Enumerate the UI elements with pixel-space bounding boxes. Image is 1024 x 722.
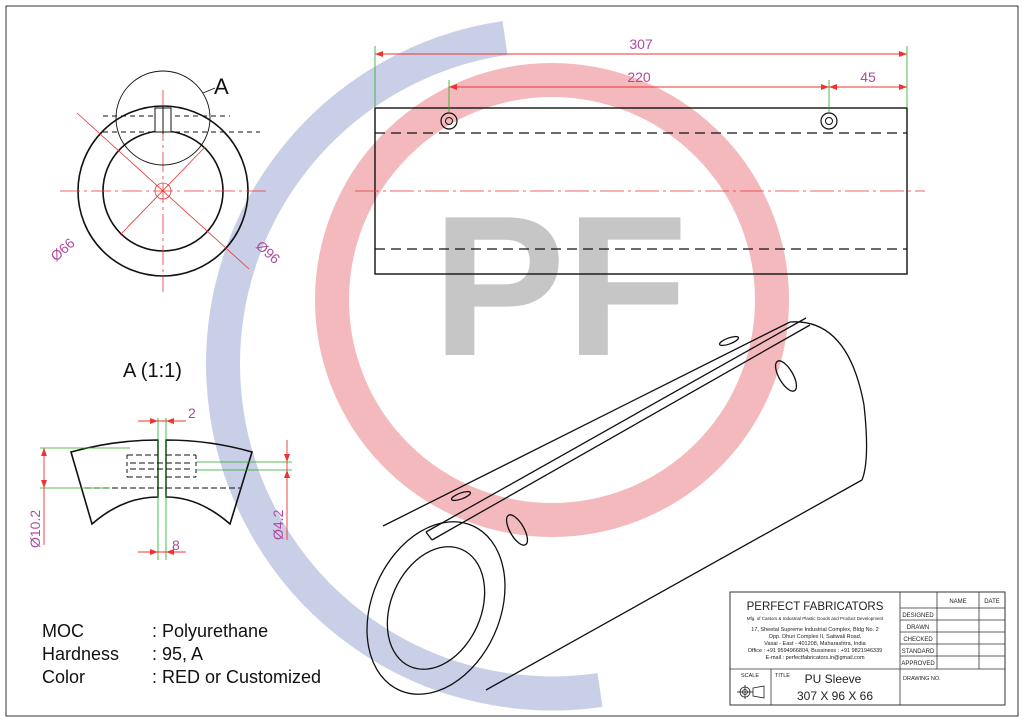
iso-front-inner	[386, 546, 486, 670]
iso-hole	[774, 360, 798, 392]
drawing-no-label: DRAWING NO.	[903, 676, 941, 682]
projection-symbol-icon	[737, 685, 765, 699]
segment-right	[165, 439, 254, 526]
hole	[820, 112, 838, 130]
dim-overall-length: 307	[629, 36, 653, 52]
iso-hole	[505, 514, 529, 546]
iso-slot-line	[425, 317, 807, 533]
iso-hole-top	[718, 335, 740, 347]
row-checked: CHECKED	[903, 637, 933, 643]
detail-callout-label: A	[214, 74, 229, 99]
specs-table: MOC : Polyurethane Hardness : 95, A Colo…	[42, 621, 321, 687]
isometric-view	[366, 317, 868, 695]
top-view: 307 220 45	[355, 36, 925, 275]
iso-bottom-edge	[485, 479, 863, 691]
iso-slot-end	[425, 531, 433, 541]
iso-slot-line	[431, 324, 811, 541]
spec-label: MOC	[42, 621, 84, 641]
sheet-border	[5, 5, 1019, 717]
diameter-leader	[119, 146, 206, 236]
part-size: 307 X 96 X 66	[797, 689, 873, 703]
pf-watermark: PF	[206, 21, 789, 711]
dimension-arrows	[41, 448, 47, 488]
spec-value: : Polyurethane	[152, 621, 268, 641]
row-standard: STANDARD	[902, 649, 935, 655]
title-block: PERFECT FABRICATORS Mfg. of Castors & In…	[729, 591, 1006, 706]
col-date: DATE	[984, 599, 1000, 605]
watermark-letters: PF	[432, 175, 688, 398]
scale-label: SCALE	[741, 673, 759, 679]
title-label: TITLE	[775, 673, 790, 679]
detail-title: A (1:1)	[123, 360, 182, 382]
address-line: 17, Sheetal Supreme Industrial Complex, …	[751, 627, 879, 633]
col-name: NAME	[949, 599, 966, 605]
dim-groove-diameter-right: Ø4.2	[270, 509, 286, 540]
company-tagline: Mfg. of Castors & Industrial Plastic Goo…	[747, 616, 884, 621]
dimension-arrows	[150, 549, 174, 555]
company-name: PERFECT FABRICATORS	[747, 601, 884, 613]
dim-slot-depth: 8	[172, 537, 180, 553]
dimension-arrows	[284, 454, 290, 478]
watermark-blue-arc	[206, 21, 603, 711]
iso-back-edge	[789, 321, 868, 481]
dim-slot-width: 2	[188, 405, 196, 421]
watermark-red-ring	[315, 63, 789, 537]
detail-view: A (1:1) 2 8 Ø10.2 Ø4.2	[27, 360, 292, 560]
hole	[440, 112, 458, 130]
dimension-arrows	[150, 418, 174, 424]
segment-left	[70, 439, 159, 526]
dim-hole-offset: 45	[860, 69, 876, 85]
iso-top-edge	[382, 321, 791, 527]
spec-label: Hardness	[42, 644, 119, 664]
row-drawn: DRAWN	[907, 625, 929, 631]
dim-inner-diameter: Ø66	[47, 234, 78, 264]
spec-value: : 95, A	[152, 644, 203, 664]
row-approved: APPROVED	[901, 661, 935, 667]
address-line: Vasai - East - 401208, Maharashtra, Indi…	[764, 641, 866, 647]
row-designed: DESIGNED	[902, 613, 934, 619]
detail-circle	[115, 70, 211, 166]
iso-hole-top	[450, 490, 472, 502]
spec-label: Color	[42, 667, 85, 687]
address-line: E-mail : perfectfabricators.in@gmail.com	[765, 655, 865, 661]
address-line: Office : +91 9594966804, Bussiness : +91…	[748, 648, 882, 654]
iso-front-outer	[366, 521, 506, 695]
hole-inner	[445, 117, 453, 125]
detail-leader	[202, 87, 216, 94]
section-view: A Ø66 Ø96	[47, 70, 284, 292]
dim-hole-spacing: 220	[627, 69, 651, 85]
address-line: Opp. Dhuri Complex II, Satiwali Road,	[769, 634, 862, 640]
hole-inner	[825, 117, 833, 125]
spec-value: : RED or Customized	[152, 667, 321, 687]
title-block-frame	[729, 591, 1006, 706]
part-name: PU Sleeve	[805, 672, 862, 686]
dim-groove-diameter-left: Ø10.2	[27, 510, 43, 548]
